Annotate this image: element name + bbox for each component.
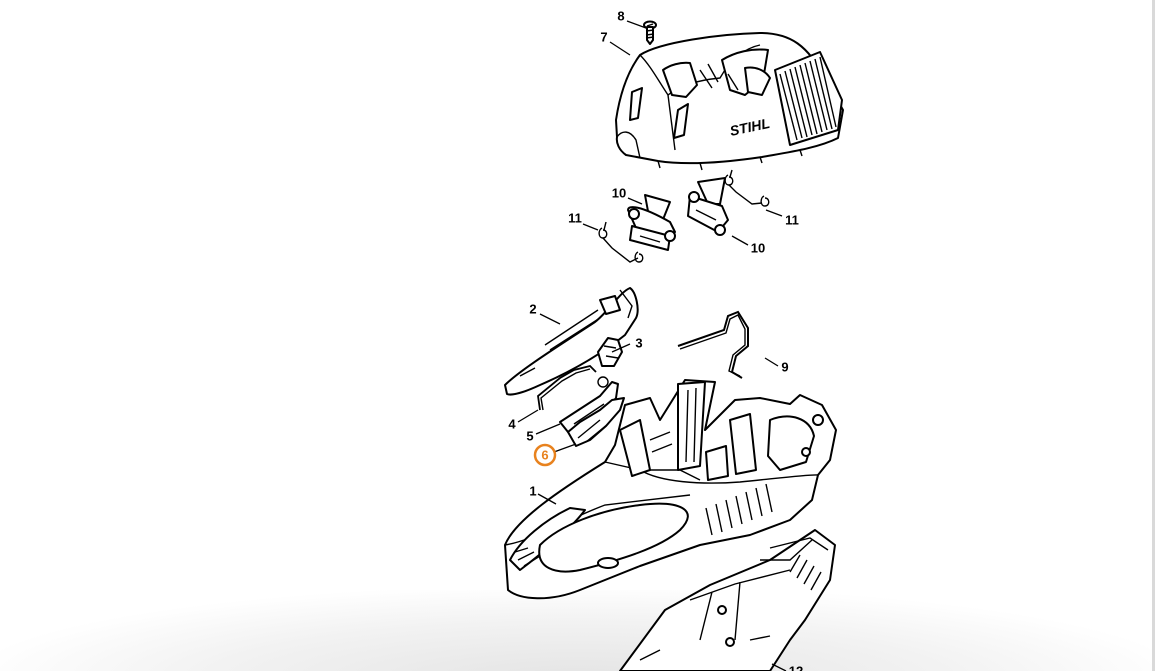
- callout-7[interactable]: 7: [600, 30, 607, 45]
- callout-11-left[interactable]: 11: [568, 211, 582, 226]
- part-top-cover[interactable]: STIHL: [615, 32, 844, 171]
- part-trigger-spring[interactable]: [537, 365, 609, 411]
- callout-2[interactable]: 2: [529, 302, 536, 317]
- part-latch-left[interactable]: [627, 194, 676, 251]
- leader-lines: [517, 20, 787, 671]
- part-screw[interactable]: [643, 20, 657, 45]
- part-switch-lever[interactable]: [597, 337, 623, 367]
- callout-8[interactable]: 8: [617, 9, 624, 24]
- part-spring-left[interactable]: [598, 221, 644, 263]
- callout-10-left[interactable]: 10: [612, 186, 626, 201]
- callout-11-right[interactable]: 11: [785, 213, 799, 228]
- callout-9[interactable]: 9: [781, 360, 788, 375]
- part-latch-right[interactable]: [687, 177, 729, 236]
- part-housing[interactable]: [504, 379, 837, 600]
- bottom-shadow: [0, 590, 1155, 671]
- callout-5[interactable]: 5: [526, 429, 533, 444]
- part-spring-right[interactable]: [724, 169, 770, 207]
- callout-6-highlighted[interactable]: 6: [541, 448, 548, 463]
- callout-4[interactable]: 4: [508, 417, 516, 432]
- part-lower-shell[interactable]: [619, 529, 836, 671]
- part-handle-molding[interactable]: [504, 287, 639, 396]
- callouts: 8 7 10 11 11 10 2 3 9 4 5 6 1 12: [508, 9, 803, 671]
- part-trigger[interactable]: [567, 397, 625, 447]
- callout-1[interactable]: 1: [529, 484, 536, 499]
- callout-3[interactable]: 3: [635, 336, 642, 351]
- highlight-ring: [533, 443, 557, 467]
- right-edge-line: [1152, 0, 1155, 671]
- part-bow-wire[interactable]: [677, 310, 749, 379]
- callout-10-right[interactable]: 10: [751, 241, 765, 256]
- callout-12[interactable]: 12: [789, 664, 803, 671]
